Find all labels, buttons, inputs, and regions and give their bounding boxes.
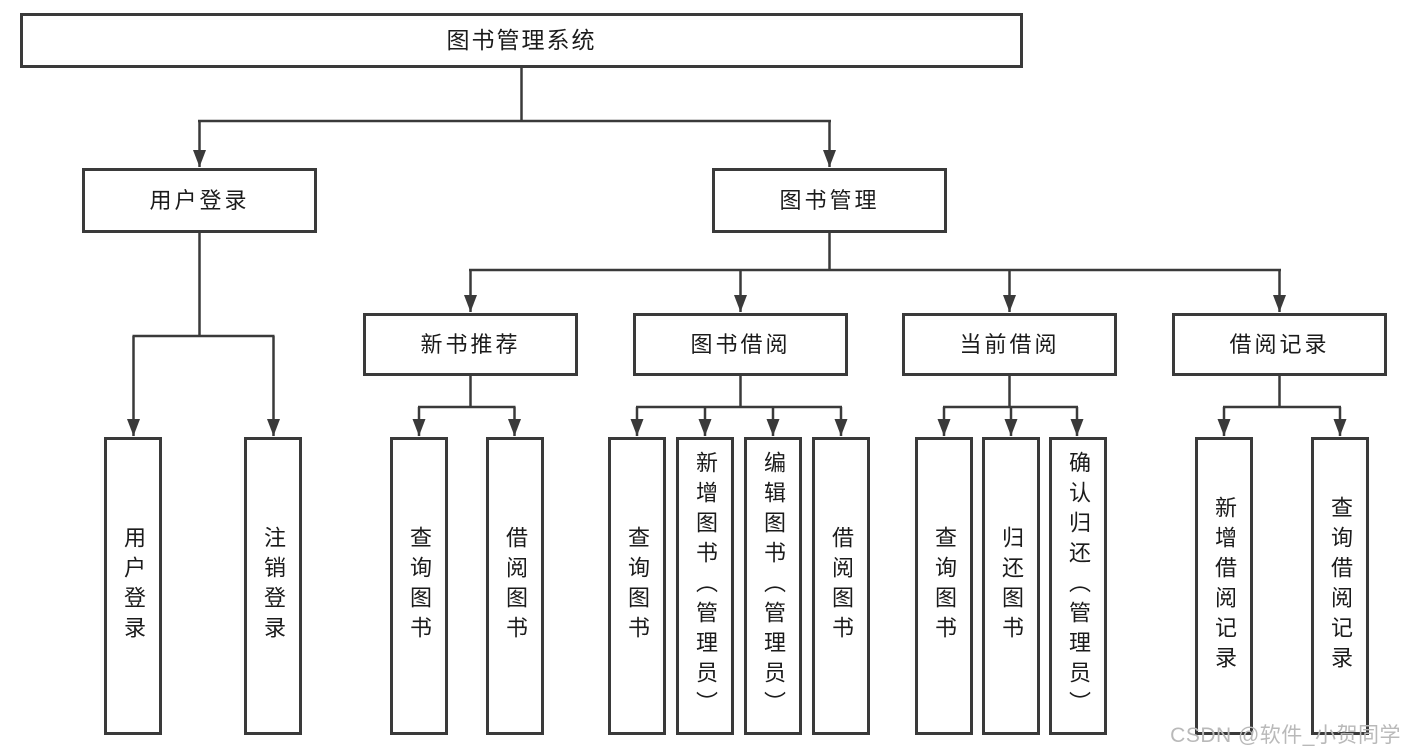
leaf-query-books-current: 查询图书 — [915, 437, 973, 735]
watermark: CSDN @软件_小贺同学 — [1170, 724, 1401, 747]
node-new-book-recommend: 新书推荐 — [363, 313, 578, 376]
node-book-borrowing: 图书借阅 — [633, 313, 848, 376]
node-user-login: 用户登录 — [82, 168, 317, 233]
leaf-query-borrow-record: 查询借阅记录 — [1311, 437, 1369, 735]
leaf-edit-books-admin: 编辑图书（管理员） — [744, 437, 802, 735]
leaf-borrow-books-borrowing: 借阅图书 — [812, 437, 870, 735]
leaf-borrow-books-recommend: 借阅图书 — [486, 437, 544, 735]
leaf-add-books-admin: 新增图书（管理员） — [676, 437, 734, 735]
node-current-borrowing: 当前借阅 — [902, 313, 1117, 376]
connector-group — [127, 67, 1347, 436]
node-library-system: 图书管理系统 — [20, 13, 1023, 68]
leaf-confirm-return-admin: 确认归还（管理员） — [1049, 437, 1107, 735]
leaf-logout: 注销登录 — [244, 437, 302, 735]
leaf-add-borrow-record: 新增借阅记录 — [1195, 437, 1253, 735]
leaf-return-books: 归还图书 — [982, 437, 1040, 735]
leaf-query-books-recommend: 查询图书 — [390, 437, 448, 735]
node-book-management: 图书管理 — [712, 168, 947, 233]
leaf-query-books-borrowing: 查询图书 — [608, 437, 666, 735]
node-borrowing-records: 借阅记录 — [1172, 313, 1387, 376]
leaf-user-login: 用户登录 — [104, 437, 162, 735]
